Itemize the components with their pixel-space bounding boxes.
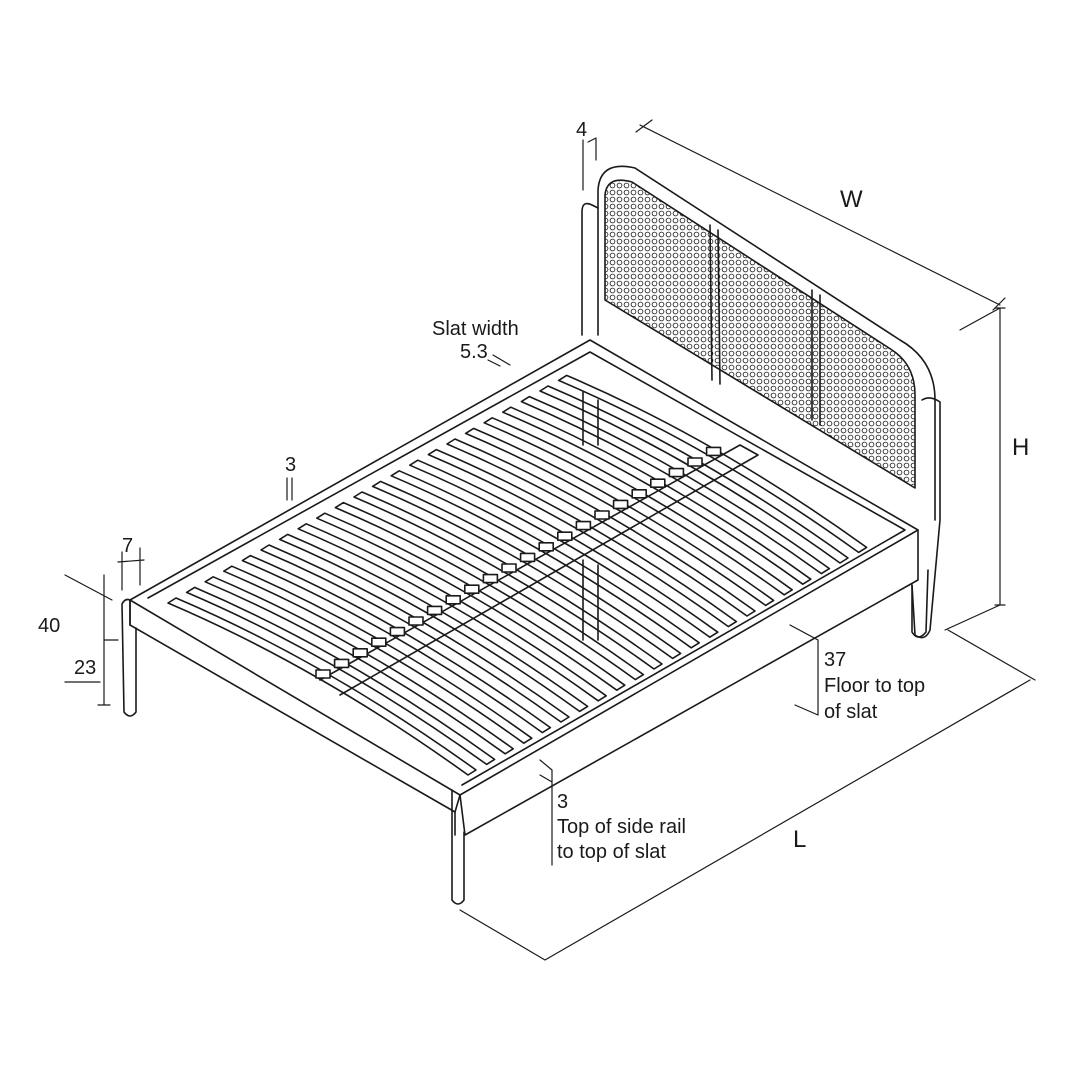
slat-holder [556,531,573,542]
slat [502,406,812,585]
slat [520,395,831,575]
slat [446,438,756,617]
width-label: W [840,186,863,213]
slat [167,597,477,776]
slat-holder [687,457,703,467]
slat [539,385,849,564]
floor-to-slat-line2: of slat [824,701,878,723]
slat-holder [389,626,406,637]
floor-to-slat-value: 37 [824,649,847,671]
slat [409,459,719,638]
slat-holder [352,647,369,658]
rail-to-slat-line1: Top of side rail [557,816,686,838]
slat-holder [501,563,517,573]
slat [241,554,552,734]
rail-height-label: 23 [74,657,97,679]
slat-holder [612,499,629,510]
slat-holder [463,584,480,595]
slat-holder [649,478,666,489]
slat [260,544,570,723]
slat-width-title: Slat width [432,318,519,340]
slat [557,374,868,554]
slat-holder [482,573,499,584]
headboard-thickness-label: 4 [576,119,588,141]
height-label: H [1012,434,1030,461]
floor-to-slat-line1: Floor to top [824,675,926,697]
slat [390,470,700,649]
slat [204,576,514,755]
slat [297,523,607,702]
rail-to-slat-line2: to top of slat [557,841,666,863]
headboard [581,165,941,639]
slat [223,565,533,744]
slat [464,427,775,607]
post-width-label: 7 [122,535,134,557]
slat [371,480,682,660]
slats [167,374,868,776]
slat [427,448,738,628]
slat-holder [538,541,555,552]
slat-holder [333,658,350,669]
dimension-lines [64,119,1036,961]
slat-holder [519,552,536,563]
slat-holder [668,467,685,478]
slat-width-value: 5.3 [460,341,488,363]
slat-holder [575,520,592,531]
length-label: L [793,826,807,853]
bed-frame [121,339,929,905]
slat [316,512,626,691]
slat [483,417,793,596]
slat-holder [426,605,443,616]
post-height-label: 40 [38,615,61,637]
slat [334,501,645,681]
slat [185,586,496,766]
rail-thickness-label: 3 [285,454,297,476]
rail-to-slat-value: 3 [557,791,569,813]
slat [353,491,663,670]
slat-holder [594,510,610,520]
slat-holder [315,669,331,679]
slat-holder [705,446,722,457]
slat-holder [445,594,462,605]
slat-holder [370,637,387,648]
slat [278,533,589,713]
slat-holder [631,488,648,499]
slat-holder [408,616,424,626]
